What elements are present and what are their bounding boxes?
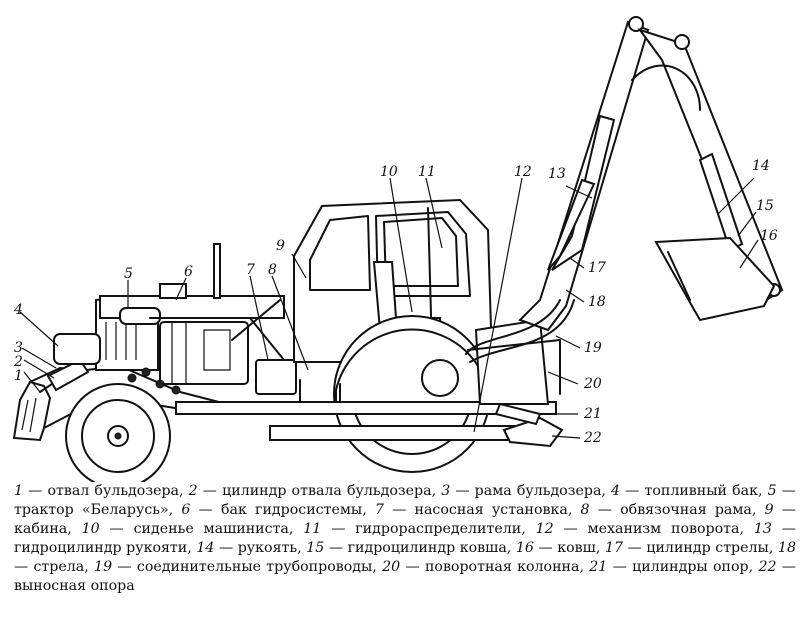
rear-wheel xyxy=(333,315,491,473)
fuel-tank xyxy=(53,333,101,365)
caption-text-11: — гидрораспределители, xyxy=(321,521,536,537)
caption-text-21: — цилиндры опор, xyxy=(607,559,759,575)
label-8: 8 xyxy=(268,262,277,278)
strapping-frame xyxy=(175,379,557,441)
caption-text-20: — поворотная колонна, xyxy=(400,559,590,575)
label-5: 5 xyxy=(124,266,133,282)
label-17: 17 xyxy=(588,260,606,276)
label-22: 22 xyxy=(583,430,602,446)
label-2: 2 xyxy=(13,354,23,370)
label-9: 9 xyxy=(276,238,285,254)
caption-text-17: — цилиндр стрелы, xyxy=(623,540,778,556)
caption-number-11: 11 xyxy=(303,521,322,537)
figure-caption: 1 — отвал бульдозера, 2 — цилиндр отвала… xyxy=(14,482,796,596)
caption-number-7: 7 xyxy=(374,502,384,518)
caption-number-6: 6 xyxy=(181,502,191,518)
label-18: 18 xyxy=(588,294,606,310)
bucket xyxy=(654,236,776,322)
label-7: 7 xyxy=(246,262,255,278)
label-6: 6 xyxy=(184,264,193,280)
label-21: 21 xyxy=(583,406,602,422)
hydraulic-tank xyxy=(127,321,249,395)
caption-text-19: — соединительные трубопроводы, xyxy=(112,559,383,575)
caption-text-8: — обвязочная рама, xyxy=(589,502,765,518)
label-3: 3 xyxy=(14,340,23,356)
caption-text-14: — рукоять, xyxy=(214,540,307,556)
caption-text-2: — цилиндр отвала бульдозера, xyxy=(197,483,442,499)
stick-cylinder xyxy=(547,178,596,271)
caption-text-15: — гидроцилиндр ковша, xyxy=(324,540,516,556)
caption-text-7: — насосная установка, xyxy=(383,502,581,518)
caption-number-19: 19 xyxy=(94,559,113,575)
bulldozer-blade-cylinder xyxy=(46,358,90,392)
label-4: 4 xyxy=(13,302,23,318)
caption-number-10: 10 xyxy=(81,521,100,537)
caption-number-20: 20 xyxy=(382,559,401,575)
label-10: 10 xyxy=(380,164,398,180)
label-12: 12 xyxy=(514,164,532,180)
bulldozer-blade xyxy=(12,380,52,442)
caption-text-16: — ковш, xyxy=(533,540,605,556)
caption-text-18: — стрела, xyxy=(14,559,95,575)
front-wheel xyxy=(65,383,171,482)
slewing-column xyxy=(421,318,561,405)
caption-number-12: 12 xyxy=(535,521,554,537)
caption-text-4: — топливный бак, xyxy=(620,483,768,499)
caption-number-4: 4 xyxy=(611,483,621,499)
caption-number-22: 22 xyxy=(758,559,777,575)
label-19: 19 xyxy=(584,340,602,356)
caption-number-13: 13 xyxy=(753,521,772,537)
connecting-pipelines xyxy=(465,64,701,363)
caption-text-22: — выносная опора xyxy=(14,559,796,594)
caption-number-21: 21 xyxy=(589,559,608,575)
caption-number-17: 17 xyxy=(604,540,624,556)
caption-number-5: 5 xyxy=(767,483,777,499)
label-14: 14 xyxy=(752,158,770,174)
caption-text-12: — механизм поворота, xyxy=(553,521,754,537)
caption-number-2: 2 xyxy=(188,483,198,499)
tractor-hood xyxy=(95,243,285,371)
bucket-cylinder xyxy=(698,152,744,252)
caption-text-10: — сиденье машиниста, xyxy=(99,521,304,537)
excavator-diagram: 1 2 3 4 5 6 7 8 9 10 11 12 13 14 15 16 1… xyxy=(12,16,784,482)
part-numbers: 1 2 3 4 5 6 7 8 9 10 11 12 13 14 15 16 1… xyxy=(13,158,778,446)
caption-number-15: 15 xyxy=(306,540,325,556)
caption-number-18: 18 xyxy=(777,540,796,556)
caption-number-14: 14 xyxy=(196,540,215,556)
label-13: 13 xyxy=(548,166,566,182)
label-16: 16 xyxy=(760,228,778,244)
caption-number-8: 8 xyxy=(580,502,590,518)
caption-text-13: — гидроцилиндр рукояти, xyxy=(14,521,796,556)
caption-text-5: — трактор «Беларусь», xyxy=(14,483,796,518)
caption-number-16: 16 xyxy=(515,540,534,556)
caption-number-3: 3 xyxy=(441,483,451,499)
label-1: 1 xyxy=(14,368,23,384)
caption-text-3: — рама бульдозера, xyxy=(450,483,612,499)
label-20: 20 xyxy=(583,376,602,392)
leader-lines xyxy=(19,177,759,439)
caption-number-9: 9 xyxy=(764,502,774,518)
outrigger xyxy=(494,402,564,448)
boom xyxy=(518,16,650,332)
pump-unit xyxy=(231,299,297,395)
label-15: 15 xyxy=(756,198,774,214)
label-11: 11 xyxy=(418,164,436,180)
caption-text-6: — бак гидросистемы, xyxy=(190,502,375,518)
caption-number-1: 1 xyxy=(14,483,24,499)
caption-text-9: — кабина, xyxy=(14,502,796,537)
caption-text-1: — отвал бульдозера, xyxy=(23,483,189,499)
